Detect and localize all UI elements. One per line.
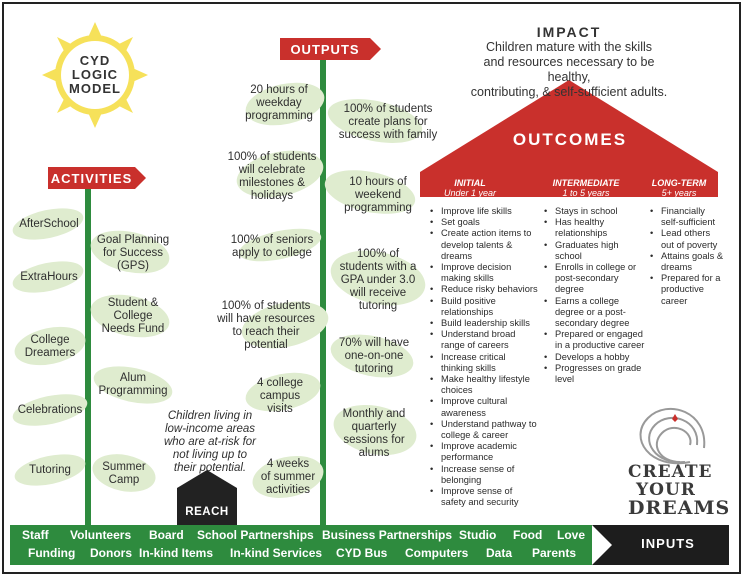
list-item: Understand pathway to college & career [430,419,538,441]
input-studio: Studio [459,528,497,542]
inputs-label: INPUTS [641,536,695,551]
list-item: Attains goals & dreams [650,251,724,273]
input-cyd-bus: CYD Bus [336,546,388,560]
list-item: Increase critical thinking skills [430,352,538,374]
output-plans-with-family: 100% of students create plans for succes… [338,103,438,141]
activity-tutoring: Tutoring [29,464,71,476]
list-item: Stays in school [544,206,648,217]
activity-extrahours: ExtraHours [20,271,78,283]
outcomes-header-band [420,172,718,197]
activity-celebrations: Celebrations [17,404,83,416]
output-weekday-programming: 20 hours of weekday programming [245,84,313,122]
list-item: Build leadership skills [430,318,538,329]
output-resources: 100% of students will have resources to … [217,300,315,351]
output-alum-sessions: Monthly and quarterly sessions for alums [342,408,406,459]
outcomes-initial-heading: INITIAL Under 1 year [443,178,497,198]
input-funding: Funding [28,546,76,560]
inputs-arrow-shape [592,525,729,565]
list-item: Make healthy lifestyle choices [430,374,538,396]
list-item: Develops a hobby [544,352,648,363]
list-item: Financially self-sufficient [650,206,724,228]
impact-title: IMPACT [536,24,602,40]
list-item: Improve sense of safety and security [430,486,538,508]
output-one-on-one: 70% will have one-on-one tutoring [338,337,410,375]
activity-goal-planning: Goal Planning for Success (GPS) [96,234,170,272]
input-computers: Computers [405,546,469,560]
activity-college-dreamers: College Dreamers [24,334,76,359]
activity-summer-camp: Summer Camp [102,461,146,486]
list-item: Reduce risky behaviors [430,284,538,295]
outcomes-roof [420,80,718,172]
input-volunteers: Volunteers [70,528,132,542]
outputs-banner: OUTPUTS [290,41,360,57]
outcomes-title: OUTCOMES [512,130,628,149]
activity-afterschool: AfterSchool [19,218,79,230]
outcomes-initial-list: Improve life skills Set goals Create act… [430,206,538,508]
output-summer-activities: 4 weeks of summer activities [260,458,316,496]
list-item: Earns a college degree or a post-seconda… [544,296,648,330]
list-item: Has healthy relationships [544,217,648,239]
list-item: Prepared or engaged in a productive care… [544,329,648,351]
outcomes-longterm-list: Financially self-sufficient Lead others … [650,206,724,307]
impact-text: Children mature with the skills and reso… [470,40,668,99]
input-staff: Staff [22,528,49,542]
list-item: Create action items to develop talents &… [430,228,538,262]
list-item: Prepared for a productive career [650,273,724,307]
list-item: Lead others out of poverty [650,228,724,250]
input-donors: Donors [90,546,132,560]
output-seniors-apply: 100% of seniors apply to college [230,234,314,259]
reach-description: Children living in low-income areas who … [163,410,257,474]
input-inkind-services: In-kind Services [230,546,323,560]
output-celebrate-milestones: 100% of students will celebrate mileston… [227,151,317,202]
input-food: Food [513,528,543,542]
logo-heart-icon [672,414,678,422]
output-gpa-tutoring: 100% of students with a GPA under 3.0 wi… [339,248,417,312]
input-parents: Parents [532,546,577,560]
inputs-bar: Staff Volunteers Board School Partnershi… [10,525,592,565]
activity-needs-fund: Student & College Needs Fund [101,297,165,335]
outcomes-intermediate-list: Stays in school Has healthy relationship… [544,206,648,385]
outputs-banner-shape [280,38,381,60]
list-item: Improve life skills [430,206,538,217]
list-item: Progresses on grade level [544,363,648,385]
activities-leaves [12,208,173,492]
list-item: Understand broad range of careers [430,329,538,351]
outputs-stem [320,58,326,526]
list-item: Enrolls in college or post-secondary deg… [544,262,648,296]
reach-label: REACH [185,506,229,518]
create-your-dreams-logo: CREATE YOUR DREAMS [628,462,731,519]
input-love: Love [557,528,586,542]
sun-title: CYD LOGIC MODEL [69,53,121,96]
list-item: Graduates high school [544,240,648,262]
list-item: Improve academic performance [430,441,538,463]
sun-icon [42,22,148,128]
input-business-partnerships: Business Partnerships [322,528,453,542]
create-your-dreams-logo-icon [639,407,706,465]
input-board: Board [149,528,184,542]
input-data: Data [486,546,513,560]
list-item: Build positive relationships [430,296,538,318]
list-item: Increase sense of belonging [430,464,538,486]
list-item: Set goals [430,217,538,228]
activities-banner: ACTIVITIES [50,170,133,186]
input-school-partnerships: School Partnerships [197,528,314,542]
activity-alum-programming: Alum Programming [98,372,168,397]
outcomes-intermediate-heading: INTERMEDIATE 1 to 5 years [552,178,620,198]
activities-banner-shape [48,167,146,189]
output-weekend-programming: 10 hours of weekend programming [344,176,412,214]
outcomes-longterm-heading: LONG-TERM 5+ years [651,178,707,198]
activities-stem [85,188,91,526]
outputs-leaves [236,82,426,498]
output-campus-visits: 4 college campus visits [256,377,304,415]
list-item: Improve decision making skills [430,262,538,284]
reach-shape [177,470,237,525]
input-inkind-items: In-kind Items [139,546,214,560]
list-item: Improve cultural awareness [430,396,538,418]
